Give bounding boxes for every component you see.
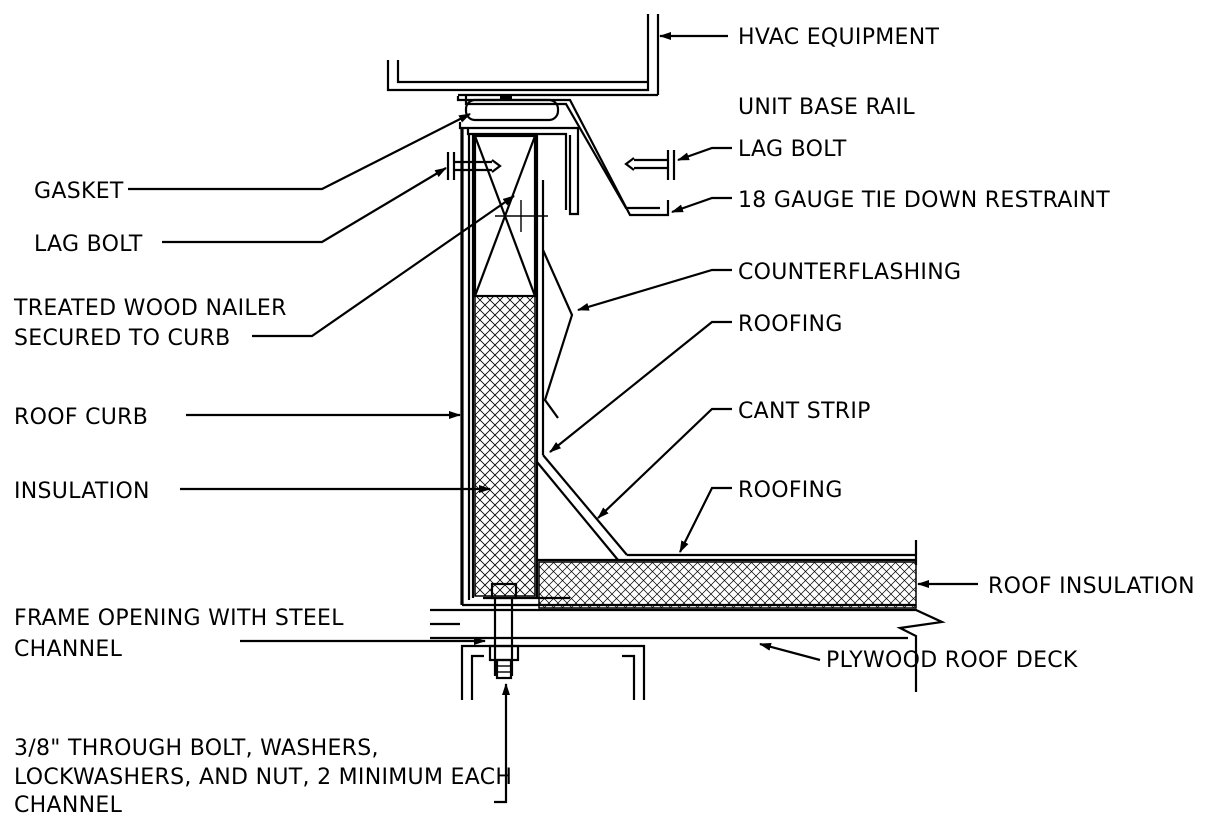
lag-bolt-left-shape [446, 152, 502, 180]
label-roofing-lower: ROOFING [738, 478, 843, 503]
label-nailer-line1: TREATED WOOD NAILER [13, 296, 287, 321]
label-frame-line1: FRAME OPENING WITH STEEL [14, 606, 344, 631]
plywood-roof-deck [430, 603, 946, 692]
labels: HVAC EQUIPMENT UNIT BASE RAIL LAG BOLT 1… [13, 25, 1195, 818]
tie-down-restraint [456, 96, 670, 217]
curb-cap [458, 122, 580, 216]
roof-insulation-layer [538, 561, 917, 609]
label-plywood-deck: PLYWOOD ROOF DECK [826, 648, 1078, 673]
label-roof-curb: ROOF CURB [14, 405, 148, 430]
curb-insulation [474, 295, 536, 597]
lag-bolt-right-shape [624, 150, 676, 180]
roof-curb [460, 128, 545, 605]
label-cant-strip: CANT STRIP [738, 399, 871, 424]
cant-strip [536, 454, 628, 561]
label-nailer-line2: SECURED TO CURB [14, 326, 231, 351]
hvac-equipment [646, 14, 660, 95]
label-lag-bolt-right: LAG BOLT [738, 137, 847, 162]
label-roof-insulation: ROOF INSULATION [988, 574, 1195, 599]
label-counterflashing: COUNTERFLASHING [738, 260, 961, 285]
unit-base-rail [386, 60, 658, 97]
roofing-membrane [537, 540, 918, 565]
label-gasket: GASKET [34, 179, 124, 204]
label-lag-bolt-left: LAG BOLT [34, 232, 143, 257]
counterflashing [541, 249, 574, 419]
label-bolt-line1: 3/8" THROUGH BOLT, WASHERS, [14, 736, 379, 761]
label-hvac-equipment: HVAC EQUIPMENT [738, 25, 940, 50]
label-bolt-line2: LOCKWASHERS, AND NUT, 2 MINIMUM EACH [14, 765, 512, 790]
label-bolt-line3: CHANNEL [14, 793, 123, 818]
through-bolt [483, 582, 570, 680]
label-frame-line2: CHANNEL [14, 637, 123, 662]
steel-channel [460, 644, 646, 700]
label-unit-base-rail: UNIT BASE RAIL [738, 95, 915, 120]
label-tie-down: 18 GAUGE TIE DOWN RESTRAINT [738, 188, 1110, 213]
label-insulation: INSULATION [14, 479, 150, 504]
gasket [464, 95, 560, 122]
leader-lines [128, 32, 978, 804]
label-roofing-upper: ROOFING [738, 312, 843, 337]
